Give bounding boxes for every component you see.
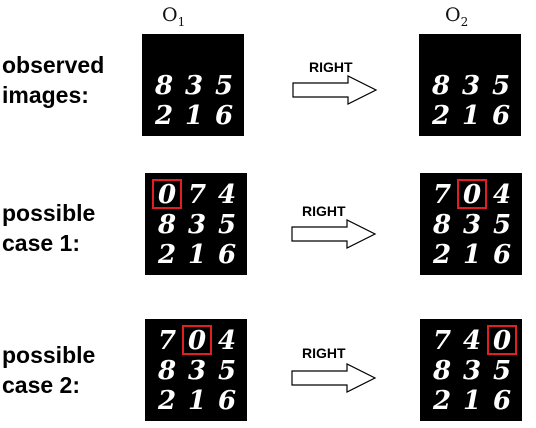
digit-1-0: 8 (157, 210, 176, 240)
row-label-line2: case 1: (2, 230, 81, 256)
digit-2-0: 2 (154, 101, 173, 131)
digit-2-2: 6 (492, 101, 510, 131)
digit-0-2: 4 (218, 180, 236, 210)
digit-1-1: 3 (463, 210, 481, 240)
header-o1-sub: 1 (177, 14, 186, 29)
digit-2-1: 1 (462, 101, 480, 131)
header-o2-sub: 2 (460, 14, 469, 29)
digit-0-1: 4 (463, 326, 481, 356)
digit-1-0: 8 (431, 71, 450, 101)
digit-1-1: 3 (188, 356, 206, 386)
highlight-box (182, 325, 212, 355)
digit-2-2: 6 (218, 386, 236, 416)
highlight-box (152, 179, 182, 209)
digit-1-2: 5 (493, 210, 511, 240)
digit-1-2: 5 (493, 356, 511, 386)
row-label-line2: case 2: (2, 372, 81, 398)
digit-2-1: 1 (185, 101, 203, 131)
digit-2-2: 6 (493, 386, 511, 416)
digit-1-0: 8 (154, 71, 173, 101)
digit-2-0: 2 (157, 386, 176, 416)
digit-2-0: 2 (432, 386, 451, 416)
digit-0-1: 0 (188, 326, 206, 356)
digit-0-1: 7 (188, 180, 206, 210)
digit-0-0: 7 (158, 326, 176, 356)
row-label-line1: observed (2, 52, 105, 78)
row-label-case1: possible case 1: (2, 198, 95, 258)
digit-2-1: 1 (463, 386, 481, 416)
digit-0-0: 0 (158, 180, 176, 210)
digit-0-0: 7 (433, 326, 451, 356)
row-label-case2: possible case 2: (2, 340, 95, 400)
header-o1-letter: O (162, 4, 178, 26)
row-label-line2: images: (2, 82, 89, 108)
action-label-case1: RIGHT (302, 203, 346, 219)
highlight-box (487, 325, 517, 355)
digit-1-1: 3 (462, 71, 480, 101)
row-label-line1: possible (2, 200, 96, 226)
digit-0-0: 7 (433, 180, 451, 210)
highlight-box (457, 179, 487, 209)
right-arrow-icon (292, 75, 378, 105)
header-o1: O1 (162, 4, 185, 29)
digit-1-2: 5 (215, 71, 233, 101)
header-o2-letter: O (445, 4, 461, 26)
header-o2: O2 (445, 4, 468, 29)
digit-1-1: 3 (463, 356, 481, 386)
row-label-line1: possible (2, 342, 96, 368)
action-label-case2: RIGHT (302, 345, 346, 361)
digit-2-0: 2 (157, 240, 176, 270)
digit-2-2: 6 (215, 101, 233, 131)
digit-1-2: 5 (218, 210, 236, 240)
digit-0-2: 4 (218, 326, 236, 356)
digit-2-1: 1 (463, 240, 481, 270)
right-arrow-icon (291, 219, 377, 249)
digit-1-0: 8 (432, 356, 451, 386)
digit-2-1: 1 (188, 386, 206, 416)
digit-2-2: 6 (493, 240, 511, 270)
digit-1-2: 5 (218, 356, 236, 386)
digit-2-1: 1 (188, 240, 206, 270)
digit-0-1: 0 (463, 180, 481, 210)
right-arrow-icon (291, 363, 377, 393)
action-label-observed: RIGHT (309, 59, 353, 75)
digit-2-0: 2 (432, 240, 451, 270)
digit-0-2: 4 (493, 180, 511, 210)
digit-1-1: 3 (185, 71, 203, 101)
digit-1-1: 3 (188, 210, 206, 240)
digit-1-0: 8 (432, 210, 451, 240)
digit-1-2: 5 (492, 71, 510, 101)
digit-0-2: 0 (493, 326, 511, 356)
row-label-observed: observed images: (2, 50, 104, 110)
digit-2-0: 2 (431, 101, 450, 131)
digit-1-0: 8 (157, 356, 176, 386)
digit-2-2: 6 (218, 240, 236, 270)
